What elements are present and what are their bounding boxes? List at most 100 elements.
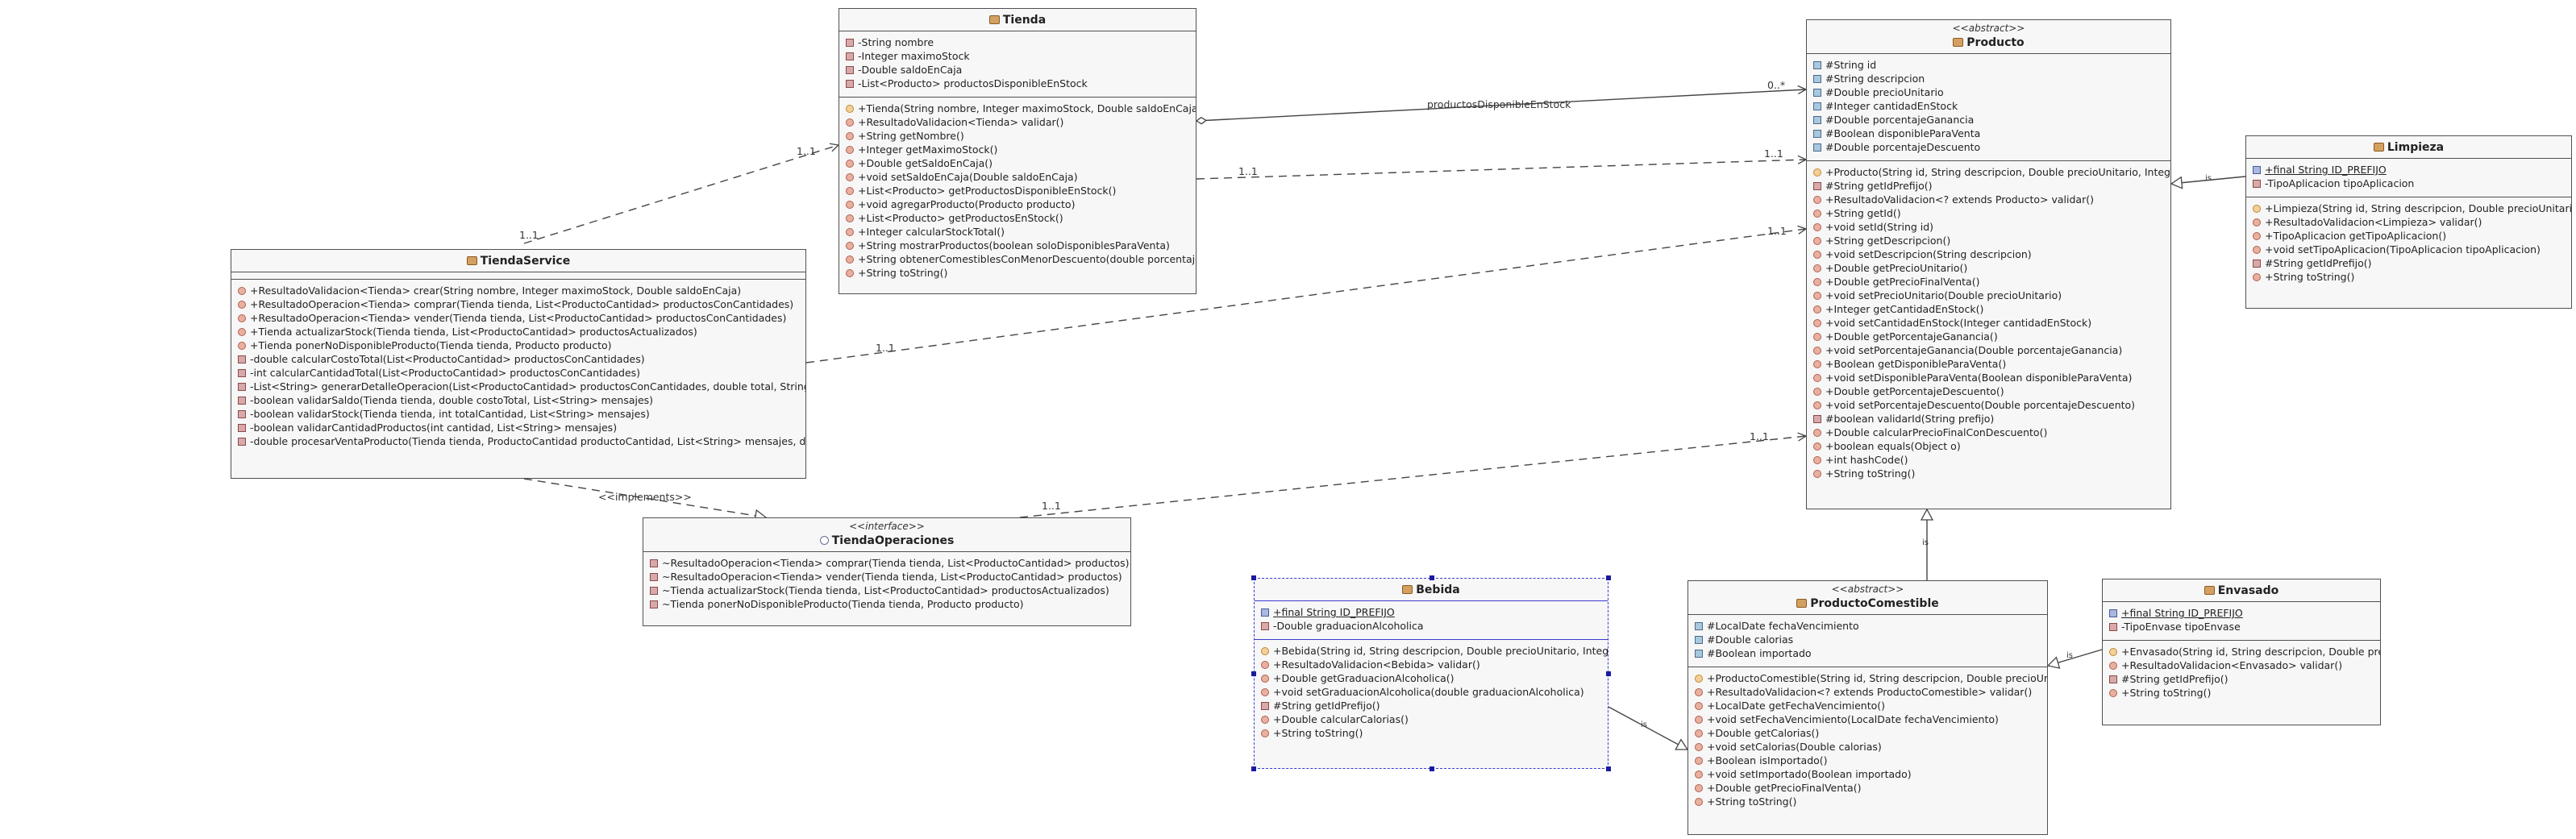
- operation-row[interactable]: +Producto(String id, String descripcion,…: [1807, 165, 2170, 179]
- interface-tienda-operaciones[interactable]: <<interface>> TiendaOperaciones ~Resulta…: [643, 517, 1131, 626]
- operation-row[interactable]: +void setPorcentajeGanancia(Double porce…: [1807, 343, 2170, 357]
- operation-row[interactable]: +void setSaldoEnCaja(Double saldoEnCaja): [839, 170, 1196, 184]
- operation-row[interactable]: +Integer calcularStockTotal(): [839, 225, 1196, 239]
- operation-row[interactable]: +int hashCode(): [1807, 453, 2170, 467]
- operation-row[interactable]: ~ResultadoOperacion<Tienda> vender(Tiend…: [643, 570, 1130, 584]
- operation-row[interactable]: +String toString(): [2103, 686, 2380, 700]
- operation-row[interactable]: +String toString(): [2246, 270, 2571, 284]
- attribute-row[interactable]: #Double calorias: [1688, 633, 2047, 646]
- operation-row[interactable]: +ResultadoOperacion<Tienda> vender(Tiend…: [231, 311, 805, 325]
- operation-row[interactable]: +void setCalorias(Double calorias): [1688, 740, 2047, 754]
- operation-row[interactable]: +Double calcularCalorias(): [1255, 712, 1608, 726]
- operation-row[interactable]: +String getDescripcion(): [1807, 234, 2170, 247]
- operation-row[interactable]: +ResultadoValidacion<? extends Producto>…: [1807, 193, 2170, 206]
- operation-row[interactable]: ~Tienda ponerNoDisponibleProducto(Tienda…: [643, 597, 1130, 611]
- operation-row[interactable]: +Double getGraduacionAlcoholica(): [1255, 671, 1608, 685]
- operation-row[interactable]: +void setPorcentajeDescuento(Double porc…: [1807, 398, 2170, 412]
- resize-handle-e[interactable]: [1606, 671, 1611, 676]
- operation-row[interactable]: +Double calcularPrecioFinalConDescuento(…: [1807, 426, 2170, 439]
- operation-row[interactable]: +ProductoComestible(String id, String de…: [1688, 671, 2047, 685]
- operation-row[interactable]: -double procesarVentaProducto(Tienda tie…: [231, 434, 805, 448]
- operation-row[interactable]: +ResultadoValidacion<Limpieza> validar(): [2246, 215, 2571, 229]
- operation-row[interactable]: +Boolean getDisponibleParaVenta(): [1807, 357, 2170, 371]
- operation-row[interactable]: +void setPrecioUnitario(Double precioUni…: [1807, 289, 2170, 302]
- attribute-row[interactable]: -TipoEnvase tipoEnvase: [2103, 620, 2380, 633]
- attribute-row[interactable]: #Double porcentajeGanancia: [1807, 113, 2170, 127]
- resize-handle-sw[interactable]: [1251, 766, 1256, 771]
- resize-handle-w[interactable]: [1251, 671, 1256, 676]
- operation-row[interactable]: +String getNombre(): [839, 129, 1196, 143]
- operation-row[interactable]: +void setId(String id): [1807, 220, 2170, 234]
- operation-row[interactable]: -List<String> generarDetalleOperacion(Li…: [231, 380, 805, 393]
- resize-handle-s[interactable]: [1429, 766, 1434, 771]
- operation-row[interactable]: ~ResultadoOperacion<Tienda> comprar(Tien…: [643, 556, 1130, 570]
- operation-row[interactable]: +ResultadoValidacion<Bebida> validar(): [1255, 658, 1608, 671]
- resize-handle-nw[interactable]: [1251, 575, 1256, 580]
- operation-row[interactable]: ~Tienda actualizarStock(Tienda tienda, L…: [643, 584, 1130, 597]
- operation-row[interactable]: -int calcularCantidadTotal(List<Producto…: [231, 366, 805, 380]
- operation-row[interactable]: +TipoAplicacion getTipoAplicacion(): [2246, 229, 2571, 243]
- operation-row[interactable]: #String getIdPrefijo(): [2103, 672, 2380, 686]
- operation-row[interactable]: +Integer getMaximoStock(): [839, 143, 1196, 156]
- attribute-row[interactable]: #Integer cantidadEnStock: [1807, 99, 2170, 113]
- operation-row[interactable]: +Double getCalorias(): [1688, 726, 2047, 740]
- operation-row[interactable]: +String toString(): [1807, 467, 2170, 480]
- operation-row[interactable]: +Double getPorcentajeDescuento(): [1807, 384, 2170, 398]
- operation-row[interactable]: #boolean validarId(String prefijo): [1807, 412, 2170, 426]
- operation-row[interactable]: +void setGraduacionAlcoholica(double gra…: [1255, 685, 1608, 699]
- operation-row[interactable]: +void agregarProducto(Producto producto): [839, 197, 1196, 211]
- operation-row[interactable]: +Tienda ponerNoDisponibleProducto(Tienda…: [231, 339, 805, 352]
- operation-row[interactable]: +Double getSaldoEnCaja(): [839, 156, 1196, 170]
- operation-row[interactable]: +List<Producto> getProductosEnStock(): [839, 211, 1196, 225]
- operation-row[interactable]: +String getId(): [1807, 206, 2170, 220]
- operation-row[interactable]: +String toString(): [1688, 795, 2047, 808]
- attribute-row[interactable]: #LocalDate fechaVencimiento: [1688, 619, 2047, 633]
- operation-row[interactable]: +ResultadoValidacion<Envasado> validar(): [2103, 658, 2380, 672]
- operation-row[interactable]: +void setDescripcion(String descripcion): [1807, 247, 2170, 261]
- attribute-row[interactable]: #Double precioUnitario: [1807, 85, 2170, 99]
- operation-row[interactable]: #String getIdPrefijo(): [2246, 256, 2571, 270]
- operation-row[interactable]: +void setCantidadEnStock(Integer cantida…: [1807, 316, 2170, 330]
- operation-row[interactable]: +Tienda actualizarStock(Tienda tienda, L…: [231, 325, 805, 339]
- class-limpieza[interactable]: Limpieza +final String ID_PREFIJO-TipoAp…: [2245, 135, 2572, 309]
- attribute-row[interactable]: #Double porcentajeDescuento: [1807, 140, 2170, 154]
- attribute-row[interactable]: -Integer maximoStock: [839, 49, 1196, 63]
- operation-row[interactable]: +Double getPrecioUnitario(): [1807, 261, 2170, 275]
- operation-row[interactable]: +List<Producto> getProductosDisponibleEn…: [839, 184, 1196, 197]
- operation-row[interactable]: +void setTipoAplicacion(TipoAplicacion t…: [2246, 243, 2571, 256]
- operation-row[interactable]: +Tienda(String nombre, Integer maximoSto…: [839, 102, 1196, 115]
- attribute-row[interactable]: +final String ID_PREFIJO: [1255, 605, 1608, 619]
- operation-row[interactable]: +void setDisponibleParaVenta(Boolean dis…: [1807, 371, 2170, 384]
- operation-row[interactable]: +Boolean isImportado(): [1688, 754, 2047, 767]
- class-bebida[interactable]: Bebida +final String ID_PREFIJO-Double g…: [1251, 575, 1611, 771]
- operation-row[interactable]: +ResultadoValidacion<Tienda> validar(): [839, 115, 1196, 129]
- operation-row[interactable]: +void setFechaVencimiento(LocalDate fech…: [1688, 712, 2047, 726]
- operation-row[interactable]: -boolean validarCantidadProductos(int ca…: [231, 421, 805, 434]
- operation-row[interactable]: +Integer getCantidadEnStock(): [1807, 302, 2170, 316]
- attribute-row[interactable]: -TipoAplicacion tipoAplicacion: [2246, 177, 2571, 190]
- operation-row[interactable]: +void setImportado(Boolean importado): [1688, 767, 2047, 781]
- operation-row[interactable]: -double calcularCostoTotal(List<Producto…: [231, 352, 805, 366]
- operation-row[interactable]: -boolean validarStock(Tienda tienda, int…: [231, 407, 805, 421]
- operation-row[interactable]: #String getIdPrefijo(): [1255, 699, 1608, 712]
- attribute-row[interactable]: #Boolean importado: [1688, 646, 2047, 660]
- attribute-row[interactable]: -String nombre: [839, 35, 1196, 49]
- operation-row[interactable]: +LocalDate getFechaVencimiento(): [1688, 699, 2047, 712]
- operation-row[interactable]: +Double getPrecioFinalVenta(): [1807, 275, 2170, 289]
- operation-row[interactable]: +Limpieza(String id, String descripcion,…: [2246, 201, 2571, 215]
- resize-handle-ne[interactable]: [1606, 575, 1611, 580]
- attribute-row[interactable]: -Double graduacionAlcoholica: [1255, 619, 1608, 633]
- class-envasado[interactable]: Envasado +final String ID_PREFIJO-TipoEn…: [2102, 579, 2381, 725]
- operation-row[interactable]: +ResultadoValidacion<Tienda> crear(Strin…: [231, 284, 805, 297]
- operation-row[interactable]: +ResultadoOperacion<Tienda> comprar(Tien…: [231, 297, 805, 311]
- attribute-row[interactable]: -Double saldoEnCaja: [839, 63, 1196, 77]
- operation-row[interactable]: +String mostrarProductos(boolean soloDis…: [839, 239, 1196, 252]
- operation-row[interactable]: #String getIdPrefijo(): [1807, 179, 2170, 193]
- operation-row[interactable]: +boolean equals(Object o): [1807, 439, 2170, 453]
- attribute-row[interactable]: #Boolean disponibleParaVenta: [1807, 127, 2170, 140]
- operation-row[interactable]: +ResultadoValidacion<? extends ProductoC…: [1688, 685, 2047, 699]
- operation-row[interactable]: +Envasado(String id, String descripcion,…: [2103, 645, 2380, 658]
- operation-row[interactable]: -boolean validarSaldo(Tienda tienda, dou…: [231, 393, 805, 407]
- operation-row[interactable]: +Double getPorcentajeGanancia(): [1807, 330, 2170, 343]
- operation-row[interactable]: +String obtenerComestiblesConMenorDescue…: [839, 252, 1196, 266]
